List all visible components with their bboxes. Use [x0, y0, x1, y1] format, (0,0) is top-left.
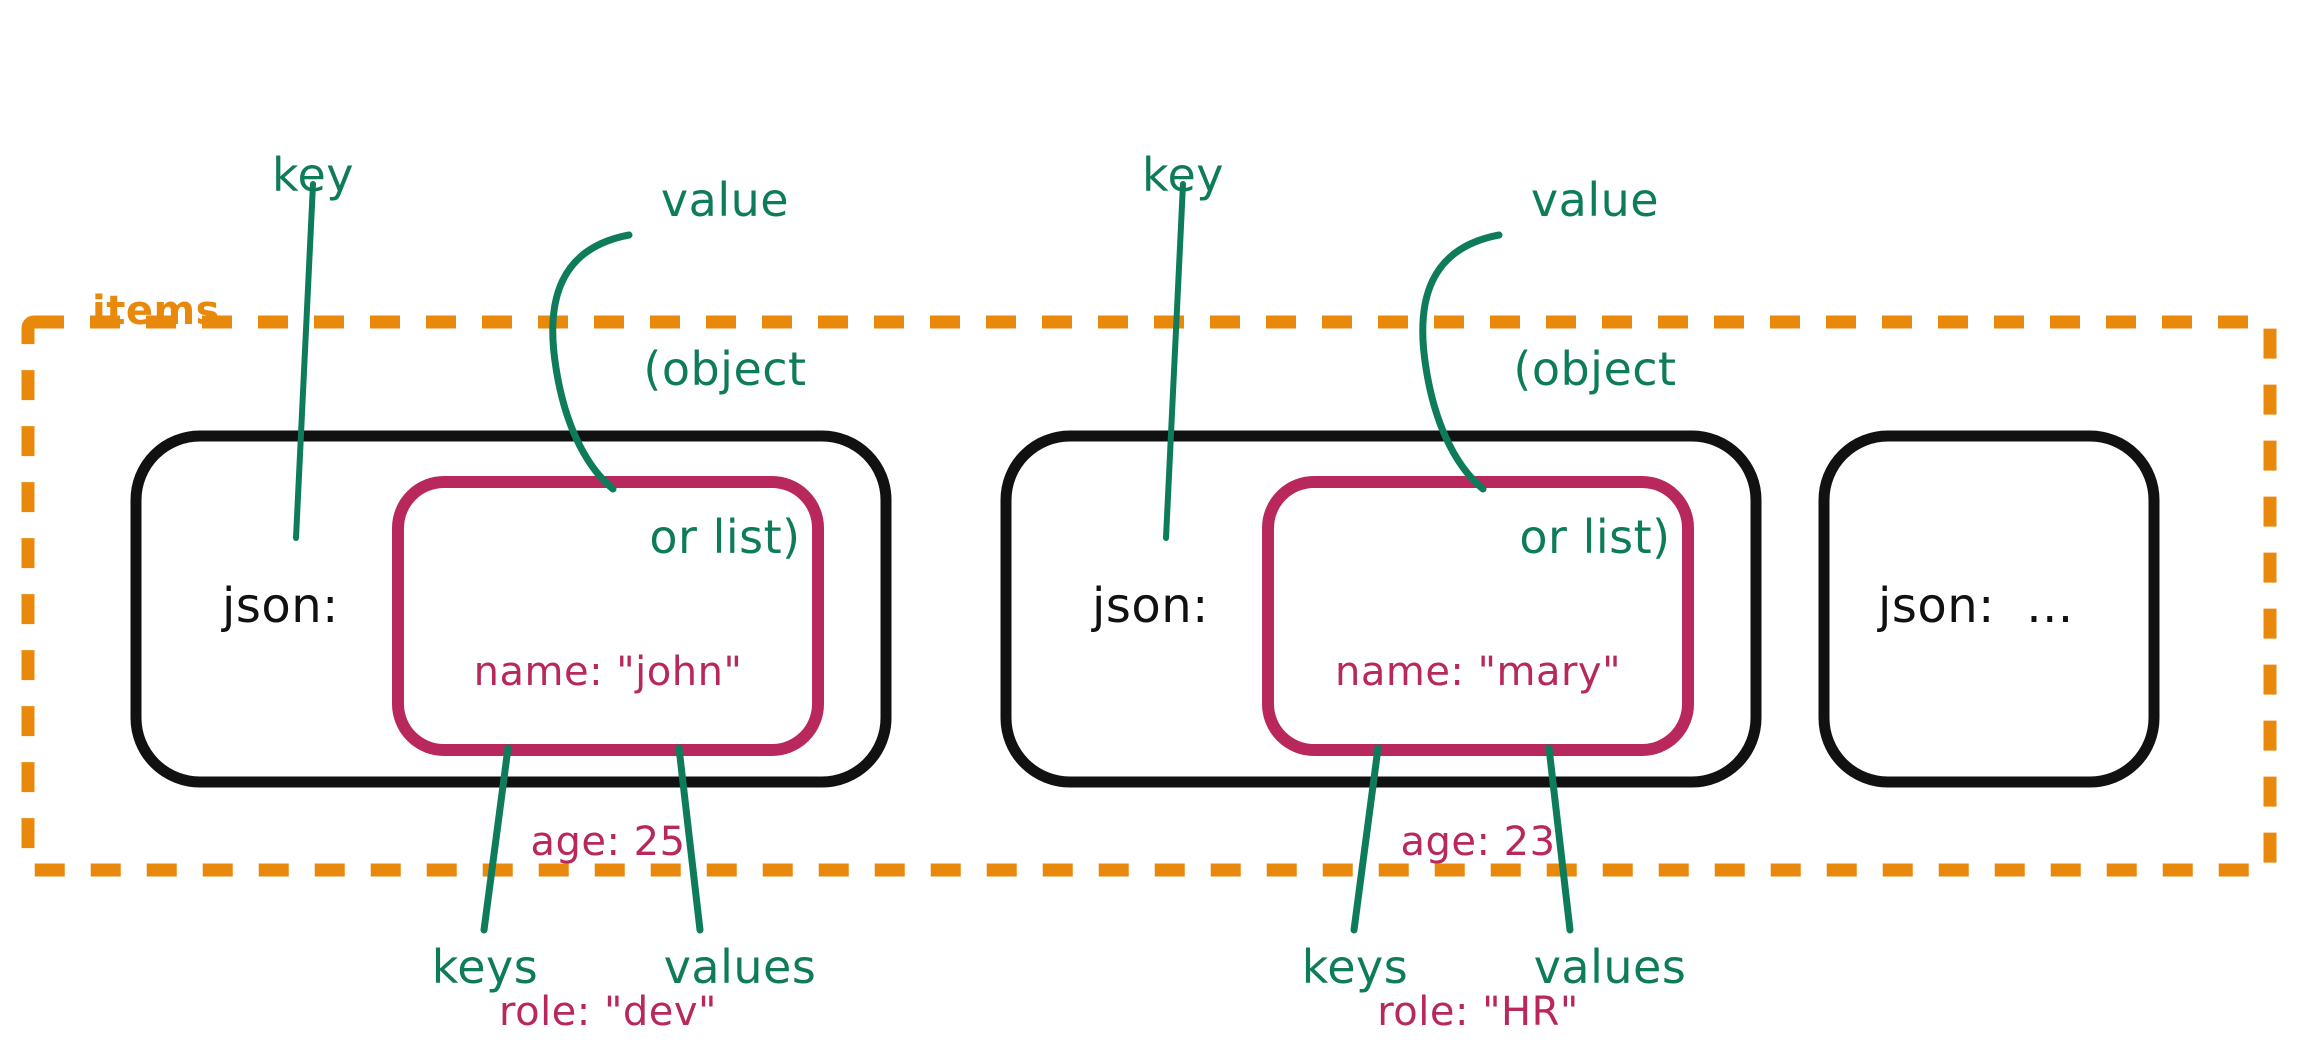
annotation-value-1-line2: (object	[643, 341, 807, 396]
connector-values-2	[1545, 744, 1574, 934]
annotation-key-2: key	[1141, 148, 1225, 202]
items-container-label: items	[92, 288, 220, 334]
item-2-pair-0: name: "mary"	[1334, 648, 1622, 695]
connector-values-1	[675, 744, 704, 934]
annotation-value-2-line3: or list)	[1519, 509, 1671, 564]
annotation-value-2-line2: (object	[1513, 341, 1677, 396]
connector-keys-2	[1350, 744, 1382, 934]
annotation-value-2-line1: value	[1530, 173, 1660, 228]
item-1-pair-0: name: "john"	[473, 648, 743, 695]
annotation-value-1-line3: or list)	[649, 509, 801, 564]
item-2-pair-1: age: 23	[1400, 818, 1556, 865]
item-1-key-label: json:	[222, 578, 339, 634]
item-3-key-label: json: ...	[1878, 578, 2074, 634]
item-1-pair-2: role: "dev"	[499, 989, 717, 1036]
annotation-keys-2: keys	[1301, 940, 1409, 994]
annotation-keys-1: keys	[431, 940, 539, 994]
connector-value-2	[1419, 231, 1503, 493]
connector-keys-1	[480, 744, 512, 934]
item-2-value-content: name: "mary" age: 23 role: "HR"	[1268, 530, 1688, 1058]
item-2-key-label: json:	[1092, 578, 1209, 634]
annotation-value-1: value (object or list)	[600, 60, 850, 677]
connector-value-1	[549, 231, 633, 493]
items-container-dashed-rect	[21, 315, 2277, 877]
annotation-value-2: value (object or list)	[1470, 60, 1720, 677]
annotation-values-1: values	[663, 940, 817, 994]
annotation-key-1: key	[271, 148, 355, 202]
item-box-3[interactable]	[1818, 430, 2160, 788]
connector-key-2	[1163, 181, 1186, 541]
annotation-values-2: values	[1533, 940, 1687, 994]
item-1-pair-1: age: 25	[530, 818, 686, 865]
item-1-value-content: name: "john" age: 25 role: "dev"	[398, 530, 818, 1058]
connector-key-1	[293, 181, 316, 541]
annotation-value-1-line1: value	[660, 173, 790, 228]
item-2-pair-2: role: "HR"	[1377, 989, 1579, 1036]
